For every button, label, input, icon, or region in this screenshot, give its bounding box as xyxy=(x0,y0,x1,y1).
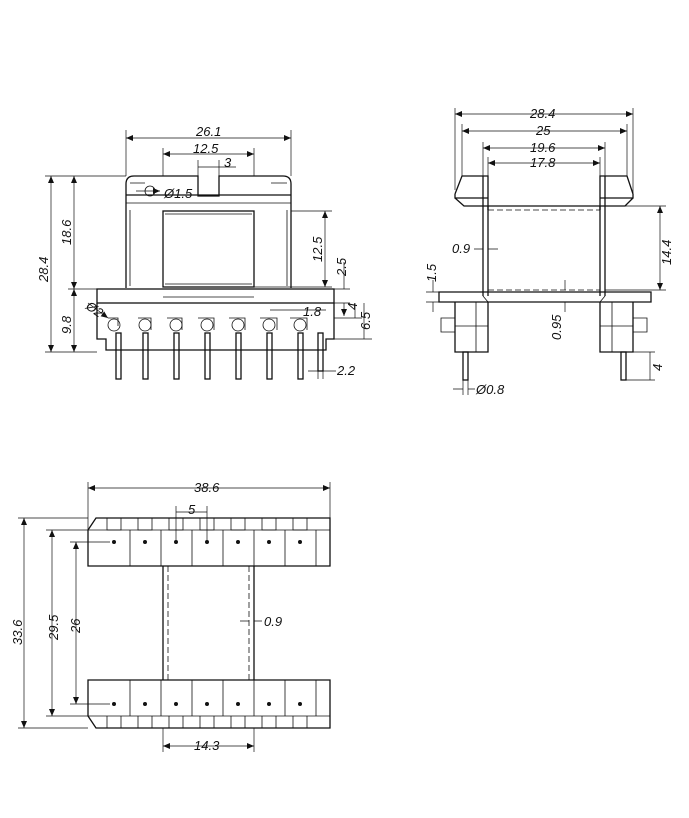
dim-side-window-height: 14.4 xyxy=(659,240,674,265)
dim-side-pin-dia: Ø0.8 xyxy=(475,382,505,397)
dim-front-hole-dia: Ø1.5 xyxy=(163,186,193,201)
dim-front-base-h2: 6.5 xyxy=(358,311,373,330)
dim-front-slot-width: 3 xyxy=(224,155,232,170)
dim-side-pin-length: 4 xyxy=(650,364,665,371)
dim-front-base-h1: 4 xyxy=(345,303,360,310)
top-pin-tabs xyxy=(106,518,317,729)
dim-front-pin-offset: 1.8 xyxy=(303,304,322,319)
dim-front-window-height: 12.5 xyxy=(310,236,325,262)
dim-front-total-height: 28.4 xyxy=(36,257,51,283)
top-view: 38.6 5 33.6 29.5 26 0.9 14.3 xyxy=(10,480,331,753)
front-dimensions: 26.1 12.5 3 Ø1.5 28.4 18.6 9.8 12.5 2.5 xyxy=(36,124,373,379)
dim-front-overall-width: 26.1 xyxy=(195,124,221,139)
top-dimensions: 38.6 5 33.6 29.5 26 0.9 14.3 xyxy=(10,480,331,753)
dim-top-wall: 0.9 xyxy=(264,614,282,629)
dim-front-flange-gap: 2.5 xyxy=(334,257,349,277)
dim-top-depth-2: 29.5 xyxy=(46,614,61,641)
dim-side-flange-width: 25 xyxy=(535,123,551,138)
front-view: 26.1 12.5 3 Ø1.5 28.4 18.6 9.8 12.5 2.5 xyxy=(36,124,373,380)
dim-top-core-width: 14.3 xyxy=(194,738,220,753)
dim-front-pin-width: 2.2 xyxy=(336,363,356,378)
side-view: 28.4 25 19.6 17.8 0.9 14.4 1.5 0.95 Ø0.8 xyxy=(424,106,674,397)
dim-front-body-height: 18.6 xyxy=(59,219,74,245)
dim-top-pin-row-spacing: 26 xyxy=(68,618,83,634)
dim-top-overall-width: 38.6 xyxy=(194,480,220,495)
dim-side-inner-width: 19.6 xyxy=(530,140,556,155)
dim-front-base-height: 9.8 xyxy=(59,315,74,334)
dim-top-pin-pitch: 5 xyxy=(188,502,196,517)
dim-top-total-depth: 33.6 xyxy=(10,619,25,645)
dim-front-pin-hole-dia: Ø2 xyxy=(82,298,106,321)
top-pin-dots xyxy=(112,540,302,706)
front-pin-holes xyxy=(107,317,308,332)
dim-side-base-thickness: 1.5 xyxy=(424,263,439,282)
dim-side-wall-thickness: 0.9 xyxy=(452,241,470,256)
side-dimensions: 28.4 25 19.6 17.8 0.9 14.4 1.5 0.95 Ø0.8 xyxy=(424,106,674,397)
dim-side-core-width: 17.8 xyxy=(530,155,556,170)
dim-side-overall-width: 28.4 xyxy=(529,106,555,121)
dim-side-base-wall: 0.95 xyxy=(549,314,564,340)
front-pins xyxy=(115,332,324,380)
dim-front-core-width: 12.5 xyxy=(193,141,219,156)
